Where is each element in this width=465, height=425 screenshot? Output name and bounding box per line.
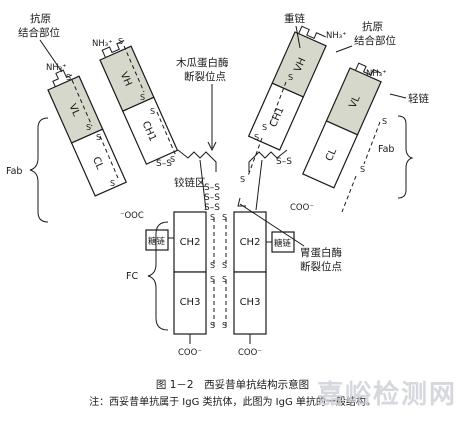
left-cl-label: CL	[90, 155, 105, 171]
fc-label: FC	[126, 271, 138, 282]
s-mark: S	[96, 133, 101, 142]
left-light-ooc: ⁻OOC	[120, 211, 144, 221]
s-mark: S	[360, 165, 365, 174]
left-heavy-nh3: NH₃⁺	[92, 39, 113, 49]
left-hinge-ss: S–S	[156, 159, 172, 169]
fc-left-ch2-label: CH2	[180, 237, 201, 248]
fab-right-brace	[397, 115, 414, 199]
fc-brace	[147, 221, 169, 331]
hinge-label: 铰链区	[174, 176, 206, 189]
s-mark: S	[254, 133, 259, 142]
left-light-chain: VL CL	[47, 69, 128, 197]
watermark: 嘉峪检测网	[316, 380, 457, 410]
left-heavy-chain: VH CH1	[99, 40, 179, 165]
left-cl-disulfide	[99, 135, 119, 179]
left-vl-disulfide	[71, 79, 93, 127]
left-antigen-site-line2: 结合部位	[18, 26, 60, 39]
s-mark: S	[140, 93, 145, 102]
right-antigen-site-line2: 结合部位	[354, 34, 396, 47]
s-mark: S	[150, 107, 155, 116]
right-sugar-chain-label: 糖链	[274, 238, 292, 249]
left-ch1-domain	[121, 96, 179, 165]
pepsin-site-line2: 断裂位点	[300, 260, 342, 273]
right-cl-disulfide	[341, 175, 357, 213]
s-mark: S	[110, 179, 115, 188]
figure-note: 注：西妥昔单抗属于 IgG 类抗体，此图为 IgG 单抗的一般结构。	[89, 397, 376, 408]
right-heavy-nh3: NH₃⁺	[326, 31, 347, 41]
right-vl-label: VL	[348, 94, 363, 110]
fc-left-coo: COO⁻	[178, 348, 202, 358]
right-heavy-chain: VH CH1	[247, 25, 327, 151]
left-ch1-disulfide	[156, 111, 177, 157]
s-mark: S	[222, 321, 227, 330]
left-antigen-site-line1: 抗原	[30, 12, 51, 25]
right-light-chain: VL CL	[302, 62, 382, 189]
s-mark: S	[118, 37, 123, 46]
hinge-ss-1: S–S	[204, 183, 220, 193]
fc-right-ch3	[233, 271, 267, 335]
papain-site-line2: 断裂位点	[184, 70, 226, 83]
left-sugar-chain-label: 糖链	[148, 236, 166, 247]
right-vl-disulfide	[363, 121, 381, 165]
fc-left-ch2	[173, 211, 207, 273]
hinge-ss-3: S–S	[204, 203, 220, 213]
s-mark: S	[210, 275, 215, 284]
right-cl-domain	[302, 120, 359, 189]
light-chain-label: 轻链	[408, 92, 429, 105]
right-ch1-domain	[247, 82, 305, 151]
s-mark: S	[222, 213, 227, 222]
s-mark: S	[210, 261, 215, 270]
s-mark: S	[262, 123, 267, 132]
fab-right-label: Fab	[378, 144, 394, 155]
right-vh-label: VH	[293, 56, 309, 74]
s-mark: S	[222, 261, 227, 270]
s-mark: S	[66, 73, 71, 82]
fc-left-ch3-label: CH3	[180, 297, 201, 308]
s-mark: S	[210, 321, 215, 330]
left-vl-label: VL	[66, 102, 81, 118]
s-mark: S	[86, 123, 91, 132]
fab-left-label: Fab	[6, 166, 22, 177]
figure-caption: 图 1－2 西妥昔单抗结构示意图	[155, 379, 310, 391]
s-mark: S	[222, 275, 227, 284]
right-vh-disulfide	[269, 81, 287, 125]
s-mark: S	[382, 117, 387, 126]
heavy-chain-label: 重链	[284, 12, 305, 25]
right-hinge-ss: S–S	[276, 157, 292, 167]
pepsin-site-line1: 胃蛋白酶	[300, 246, 342, 259]
s-mark: S	[240, 175, 245, 184]
fab-left-brace	[29, 117, 49, 223]
caption-area: 图 1－2 西妥昔单抗结构示意图 注：西妥昔单抗属于 IgG 类抗体，此图为 I…	[0, 376, 465, 412]
s-mark: S	[210, 213, 215, 222]
fc-right-ch3-label: CH3	[240, 297, 261, 308]
left-vh-label: VH	[118, 70, 134, 88]
fc-region: CH2 CH3 CH2 CH3 S S S S S S S S COO⁻ COO…	[145, 211, 295, 358]
hinge-region: S–S S–S S–S S–S S–S	[156, 149, 292, 213]
right-antigen-site-line1: 抗原	[362, 20, 383, 33]
s-mark: S	[170, 155, 175, 164]
fc-left-ch3	[173, 271, 207, 335]
right-light-coo: COO⁻	[290, 203, 314, 213]
hinge-ss-2: S–S	[204, 193, 220, 203]
papain-site-line1: 木瓜蛋白酶	[176, 56, 229, 69]
left-sugar-chain-box	[145, 229, 169, 251]
left-cl-domain	[70, 128, 128, 197]
left-light-nh3: NH₃⁺	[46, 63, 67, 73]
right-cl-label: CL	[324, 147, 339, 163]
fc-right-ch2-label: CH2	[240, 237, 261, 248]
s-mark: S	[288, 73, 293, 82]
left-vh-disulfide	[123, 45, 145, 93]
fc-right-coo: COO⁻	[238, 348, 262, 358]
right-ch1-disulfide	[247, 137, 263, 177]
right-light-nh3: NH₃⁺	[366, 69, 387, 79]
